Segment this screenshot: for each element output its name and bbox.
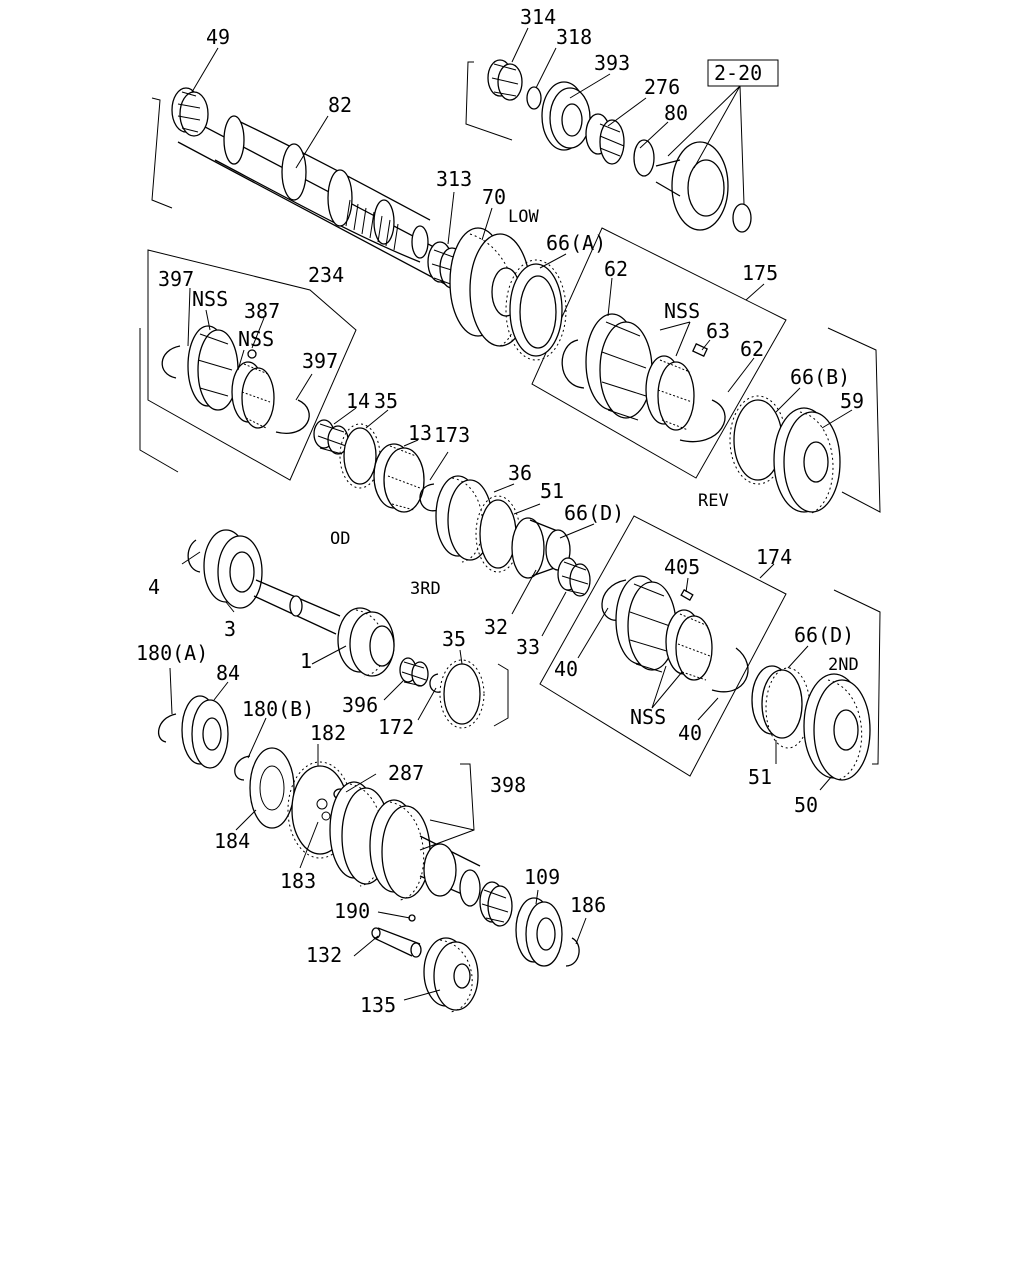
callout-label: 36: [508, 461, 532, 485]
counter-rear-group: [515, 897, 580, 967]
callout-label: 313: [436, 167, 472, 191]
callout-label: NSS: [630, 705, 666, 729]
callout-label: 190: [334, 899, 370, 923]
callout-label: 70: [482, 185, 506, 209]
callout-label: 62: [604, 257, 628, 281]
callout-label: 14: [346, 389, 370, 413]
note-low: LOW: [508, 207, 539, 227]
callout-label: 318: [556, 25, 592, 49]
callout-label: NSS: [238, 327, 274, 351]
callout-label: 132: [306, 943, 342, 967]
callout-label: 66(B): [790, 365, 850, 389]
callout-label: 180(A): [136, 641, 208, 665]
od-gear-group: [313, 419, 439, 513]
low-gear-group: [427, 227, 567, 361]
callout-label: 51: [748, 765, 772, 789]
callout-label: 66(A): [546, 231, 606, 255]
callout-label: 66(D): [794, 623, 854, 647]
callout-label: 66(D): [564, 501, 624, 525]
callout-label: 3: [224, 617, 236, 641]
callout-label: 397: [302, 349, 338, 373]
leader-lines: [169, 27, 853, 1001]
callout-label: 40: [678, 721, 702, 745]
counter-front-group: [157, 695, 295, 829]
callout-label: 82: [328, 93, 352, 117]
callout-label: 276: [644, 75, 680, 99]
counter-shaft: [329, 781, 513, 927]
callout-label: 4: [148, 575, 160, 599]
sub-175-contents: [561, 313, 726, 443]
callout-label: 183: [280, 869, 316, 893]
callout-label: 35: [374, 389, 398, 413]
main-shaft: [171, 87, 471, 293]
callout-label: 172: [378, 715, 414, 739]
callout-label: 1: [300, 649, 312, 673]
reverse-idler-group: [371, 914, 479, 1013]
callout-label: 80: [664, 101, 688, 125]
third-gear-group: [435, 475, 591, 597]
callout-label: 84: [216, 661, 240, 685]
callout-label: 314: [520, 5, 556, 29]
note-od: OD: [330, 529, 350, 549]
callout-label: 135: [360, 993, 396, 1017]
callout-label: NSS: [192, 287, 228, 311]
callout-label: 51: [540, 479, 564, 503]
callouts: 49 82 314 318 393 276 80 313 70 66(A) 23…: [136, 5, 864, 1017]
callout-label: 397: [158, 267, 194, 291]
sub-174-contents: [601, 575, 749, 693]
note-2nd: 2ND: [828, 655, 859, 675]
callout-label: 13: [408, 421, 432, 445]
upper-right-parts: [487, 59, 752, 233]
callout-label: 405: [664, 555, 700, 579]
callout-label: 393: [594, 51, 630, 75]
callout-label: 234: [308, 263, 344, 287]
reverse-gear-group: [729, 395, 841, 515]
callout-label: 173: [434, 423, 470, 447]
callout-label: 387: [244, 299, 280, 323]
group-brackets: [139, 61, 881, 777]
callout-label: 182: [310, 721, 346, 745]
callout-label: 33: [516, 635, 540, 659]
third-bearing-group: [399, 657, 485, 729]
callout-label: NSS: [664, 299, 700, 323]
callout-label: 184: [214, 829, 250, 853]
callout-label: 32: [484, 615, 508, 639]
callout-label: 35: [442, 627, 466, 651]
callout-label: 40: [554, 657, 578, 681]
callout-label: 175: [742, 261, 778, 285]
callout-label: 174: [756, 545, 792, 569]
sub-234-contents: [161, 325, 310, 434]
note-rev: REV: [698, 491, 729, 511]
callout-label: 180(B): [242, 697, 314, 721]
callout-label: 186: [570, 893, 606, 917]
callout-label: 59: [840, 389, 864, 413]
callout-label: 63: [706, 319, 730, 343]
callout-label: 287: [388, 761, 424, 785]
callout-label: 109: [524, 865, 560, 889]
callout-label: 62: [740, 337, 764, 361]
callout-label: 396: [342, 693, 378, 717]
note-3rd: 3RD: [410, 579, 441, 599]
second-gear-group: [751, 665, 871, 781]
callout-label: 398: [490, 773, 526, 797]
reference-box: [707, 59, 779, 87]
callout-label: 49: [206, 25, 230, 49]
input-shaft: [187, 529, 395, 677]
callout-label: 50: [794, 793, 818, 817]
reference-box-label: 2-20: [714, 61, 762, 85]
